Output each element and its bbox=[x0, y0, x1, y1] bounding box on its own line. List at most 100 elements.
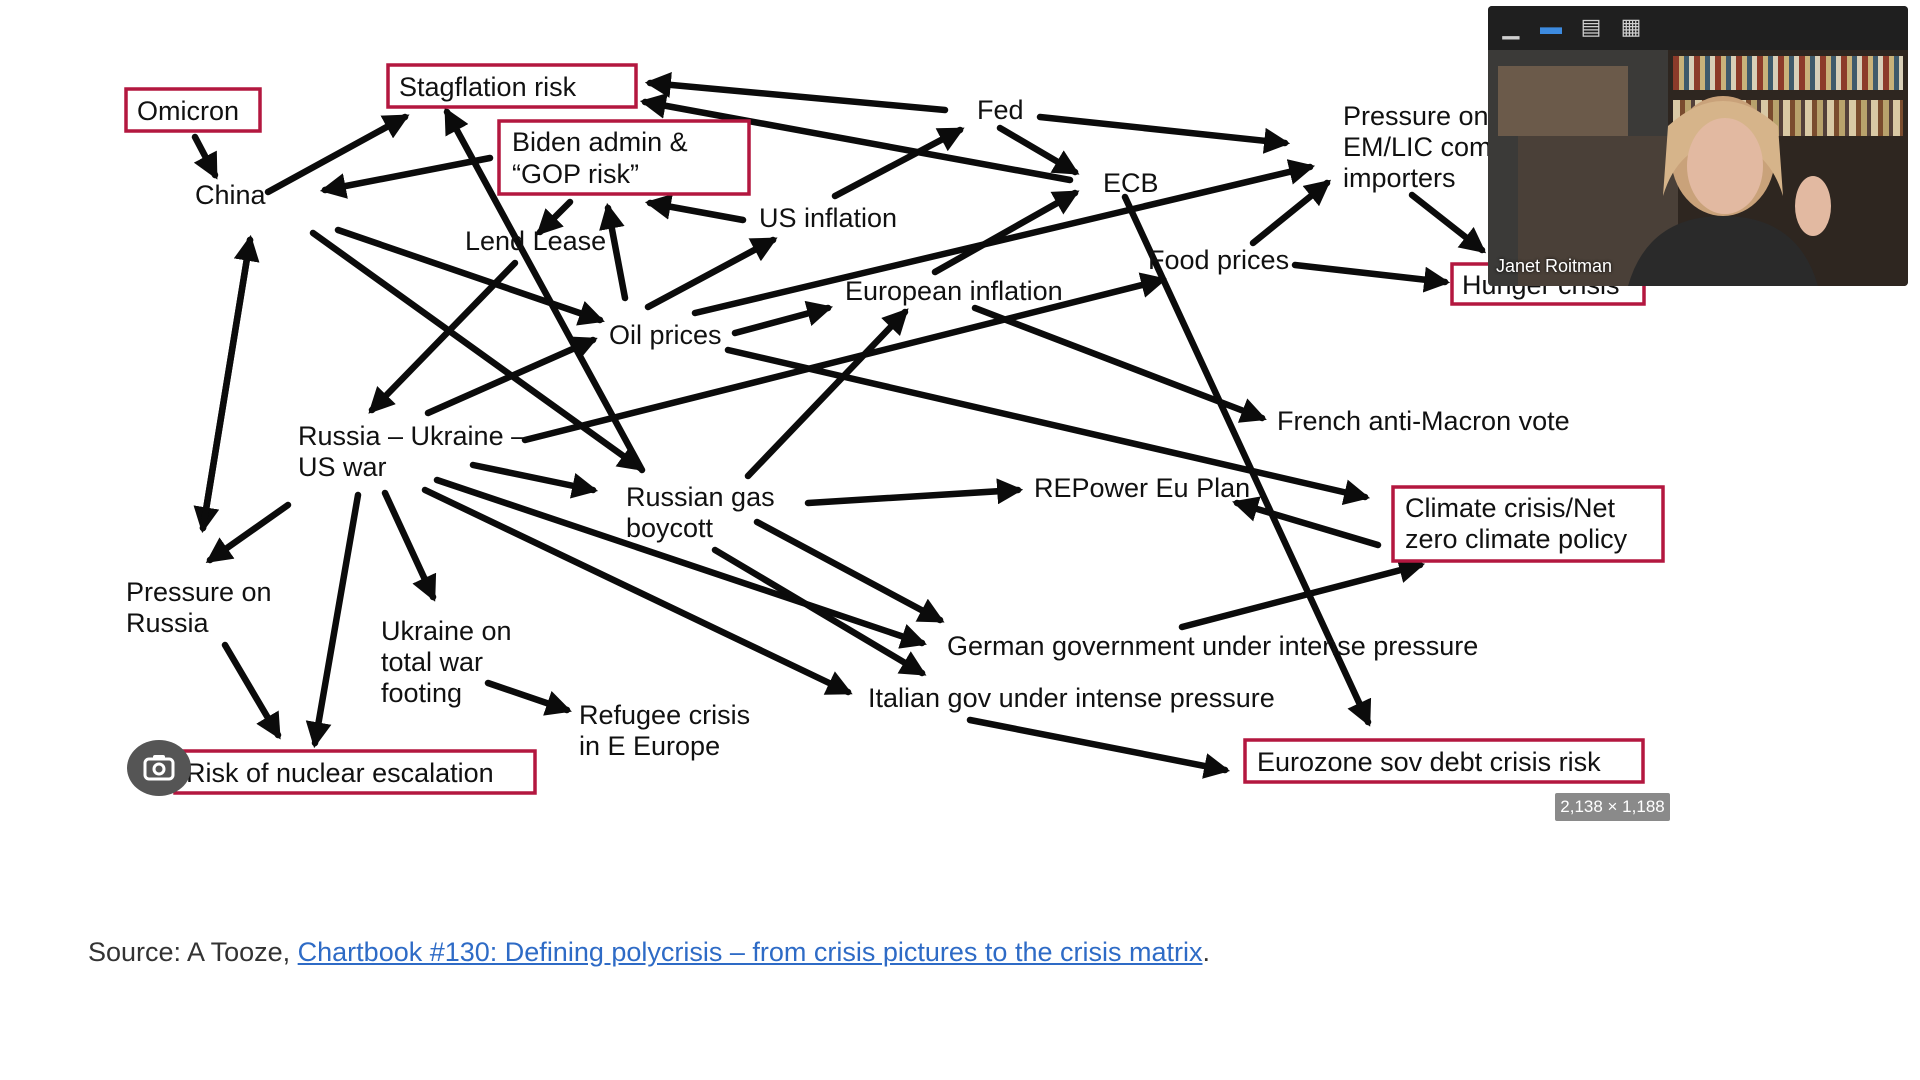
edge-war-gas bbox=[469, 461, 599, 499]
node-oil-prices: Oil prices bbox=[609, 320, 722, 350]
label-nuclear: Risk of nuclear escalation bbox=[186, 758, 494, 788]
label-biden-2: “GOP risk” bbox=[512, 159, 639, 189]
node-biden: Biden admin & “GOP risk” bbox=[497, 119, 751, 196]
edge-eurinfl-ecb bbox=[931, 189, 1080, 276]
node-russia-war-1: Russia – Ukraine – bbox=[298, 421, 526, 451]
edge-german-climate bbox=[1178, 557, 1426, 631]
stacked-view-icon[interactable]: ▤ bbox=[1580, 14, 1602, 39]
edge-oil-climate bbox=[724, 346, 1371, 505]
edge-oil-usinfl bbox=[644, 236, 778, 311]
edge-ukraine-refugee bbox=[484, 679, 572, 716]
edge-pressure-russia-china bbox=[199, 234, 260, 532]
label-biden-1: Biden admin & bbox=[512, 127, 688, 157]
node-ukraine-total-2: total war bbox=[381, 647, 483, 677]
label-climate-2: zero climate policy bbox=[1405, 524, 1628, 554]
source-caption: Source: A Tooze, Chartbook #130: Definin… bbox=[88, 937, 1210, 968]
edge-eurinfl-french bbox=[971, 304, 1267, 423]
label-eurozone: Eurozone sov debt crisis risk bbox=[1257, 747, 1601, 777]
visual-search-icon[interactable] bbox=[127, 740, 191, 796]
video-toolbar bbox=[1488, 6, 1908, 50]
node-food-prices: Food prices bbox=[1148, 245, 1289, 275]
node-refugee-1: Refugee crisis bbox=[579, 700, 750, 730]
node-pressure-russia-2: Russia bbox=[126, 608, 210, 638]
gallery-view-icon[interactable]: ▦ bbox=[1620, 14, 1642, 39]
edge-china-oil bbox=[334, 226, 605, 326]
node-russian-gas-1: Russian gas bbox=[626, 482, 775, 512]
source-prefix: Source: A Tooze, bbox=[88, 937, 298, 967]
edge-omicron-china bbox=[191, 133, 219, 180]
label-omicron: Omicron bbox=[137, 96, 239, 126]
edge-war-foodprices bbox=[521, 272, 1168, 444]
edge-war-german bbox=[433, 476, 927, 649]
edge-gas-repower bbox=[804, 478, 1024, 507]
source-suffix: . bbox=[1202, 937, 1210, 967]
edge-fed-stagflation bbox=[644, 71, 949, 114]
edge-oil-biden bbox=[599, 202, 629, 302]
edge-foodprices-hunger bbox=[1291, 261, 1451, 293]
node-fed: Fed bbox=[977, 95, 1024, 125]
edge-italian-eurozone bbox=[966, 716, 1231, 779]
edge-usinfl-biden bbox=[644, 193, 747, 224]
video-view-controls: ▁ ▬ ▤ ▦ bbox=[1500, 16, 1642, 38]
edge-gas-eurinfl bbox=[744, 308, 909, 480]
node-european-inflation: European inflation bbox=[845, 276, 1063, 306]
node-russia-war-2: US war bbox=[298, 452, 387, 482]
node-russian-gas-2: boycott bbox=[626, 513, 714, 543]
edge-ecb-stagflation bbox=[639, 92, 1074, 184]
edge-gas-german bbox=[753, 518, 945, 624]
edge-biden-china bbox=[319, 154, 494, 199]
picture-frames bbox=[1498, 66, 1628, 136]
node-ukraine-total-3: footing bbox=[381, 678, 462, 708]
edge-china-gas bbox=[309, 229, 645, 472]
edge-fed-ecb bbox=[996, 124, 1080, 176]
node-us-inflation: US inflation bbox=[759, 203, 897, 233]
edge-gas-stagflation bbox=[443, 107, 646, 474]
node-china: China bbox=[195, 180, 267, 210]
node-pressure-em-1: Pressure on bbox=[1343, 101, 1489, 131]
edges bbox=[191, 71, 1487, 779]
label-stagflation: Stagflation risk bbox=[399, 72, 577, 102]
edge-fed-pressure-em bbox=[1036, 113, 1291, 154]
node-french-vote: French anti-Macron vote bbox=[1277, 406, 1570, 436]
edge-war-ukraine-total bbox=[381, 489, 437, 602]
edge-pressure-em-hunger bbox=[1408, 191, 1487, 254]
edge-war-italian bbox=[421, 486, 853, 696]
node-refugee-2: in E Europe bbox=[579, 731, 720, 761]
participant-video-icon bbox=[1628, 96, 1831, 286]
video-tile[interactable]: ▁ ▬ ▤ ▦ Janet Roitman bbox=[1488, 6, 1908, 286]
image-size-badge: 2,138 × 1,188 bbox=[1555, 793, 1670, 821]
edge-lendlease-war bbox=[368, 259, 519, 414]
node-pressure-em-3: importers bbox=[1343, 163, 1456, 193]
edge-gas-italian bbox=[711, 546, 927, 677]
edge-war-pressure-russia bbox=[205, 501, 292, 564]
node-italian-gov: Italian gov under intense pressure bbox=[868, 683, 1275, 713]
edge-climate-repower bbox=[1232, 496, 1382, 549]
source-link[interactable]: Chartbook #130: Defining polycrisis – fr… bbox=[297, 937, 1203, 967]
edge-usinfl-fed bbox=[831, 126, 965, 200]
edge-oil-pressure-em bbox=[691, 159, 1316, 317]
edge-foodprices-pressure-em bbox=[1249, 179, 1332, 247]
node-lend-lease: Lend Lease bbox=[465, 226, 606, 256]
label-climate-1: Climate crisis/Net bbox=[1405, 493, 1616, 523]
edge-pressure-russia-nuclear bbox=[221, 641, 282, 740]
edge-biden-lendlease bbox=[536, 198, 574, 236]
speaker-view-icon[interactable]: ▬ bbox=[1540, 14, 1562, 39]
node-stagflation: Stagflation risk bbox=[386, 63, 638, 109]
node-german-gov: German government under intense pressure bbox=[947, 631, 1478, 661]
books-row-1 bbox=[1673, 56, 1903, 90]
node-nuclear: Risk of nuclear escalation bbox=[173, 749, 537, 795]
participant-name: Janet Roitman bbox=[1496, 256, 1613, 276]
edge-war-oil bbox=[424, 336, 598, 417]
edge-oil-eurinfl bbox=[731, 300, 834, 337]
edge-ecb-eurozone bbox=[1121, 193, 1372, 727]
node-pressure-russia-1: Pressure on bbox=[126, 577, 272, 607]
node-ukraine-total-1: Ukraine on bbox=[381, 616, 512, 646]
edge-war-nuclear bbox=[305, 491, 362, 749]
edge-china-stagflation bbox=[264, 113, 410, 196]
node-pressure-em-2: EM/LIC comm bbox=[1343, 132, 1514, 162]
node-omicron: Omicron bbox=[124, 87, 262, 133]
minimize-icon[interactable]: ▁ bbox=[1502, 14, 1520, 39]
node-climate: Climate crisis/Net zero climate policy bbox=[1391, 485, 1665, 563]
node-repower: REPower Eu Plan bbox=[1034, 473, 1250, 503]
